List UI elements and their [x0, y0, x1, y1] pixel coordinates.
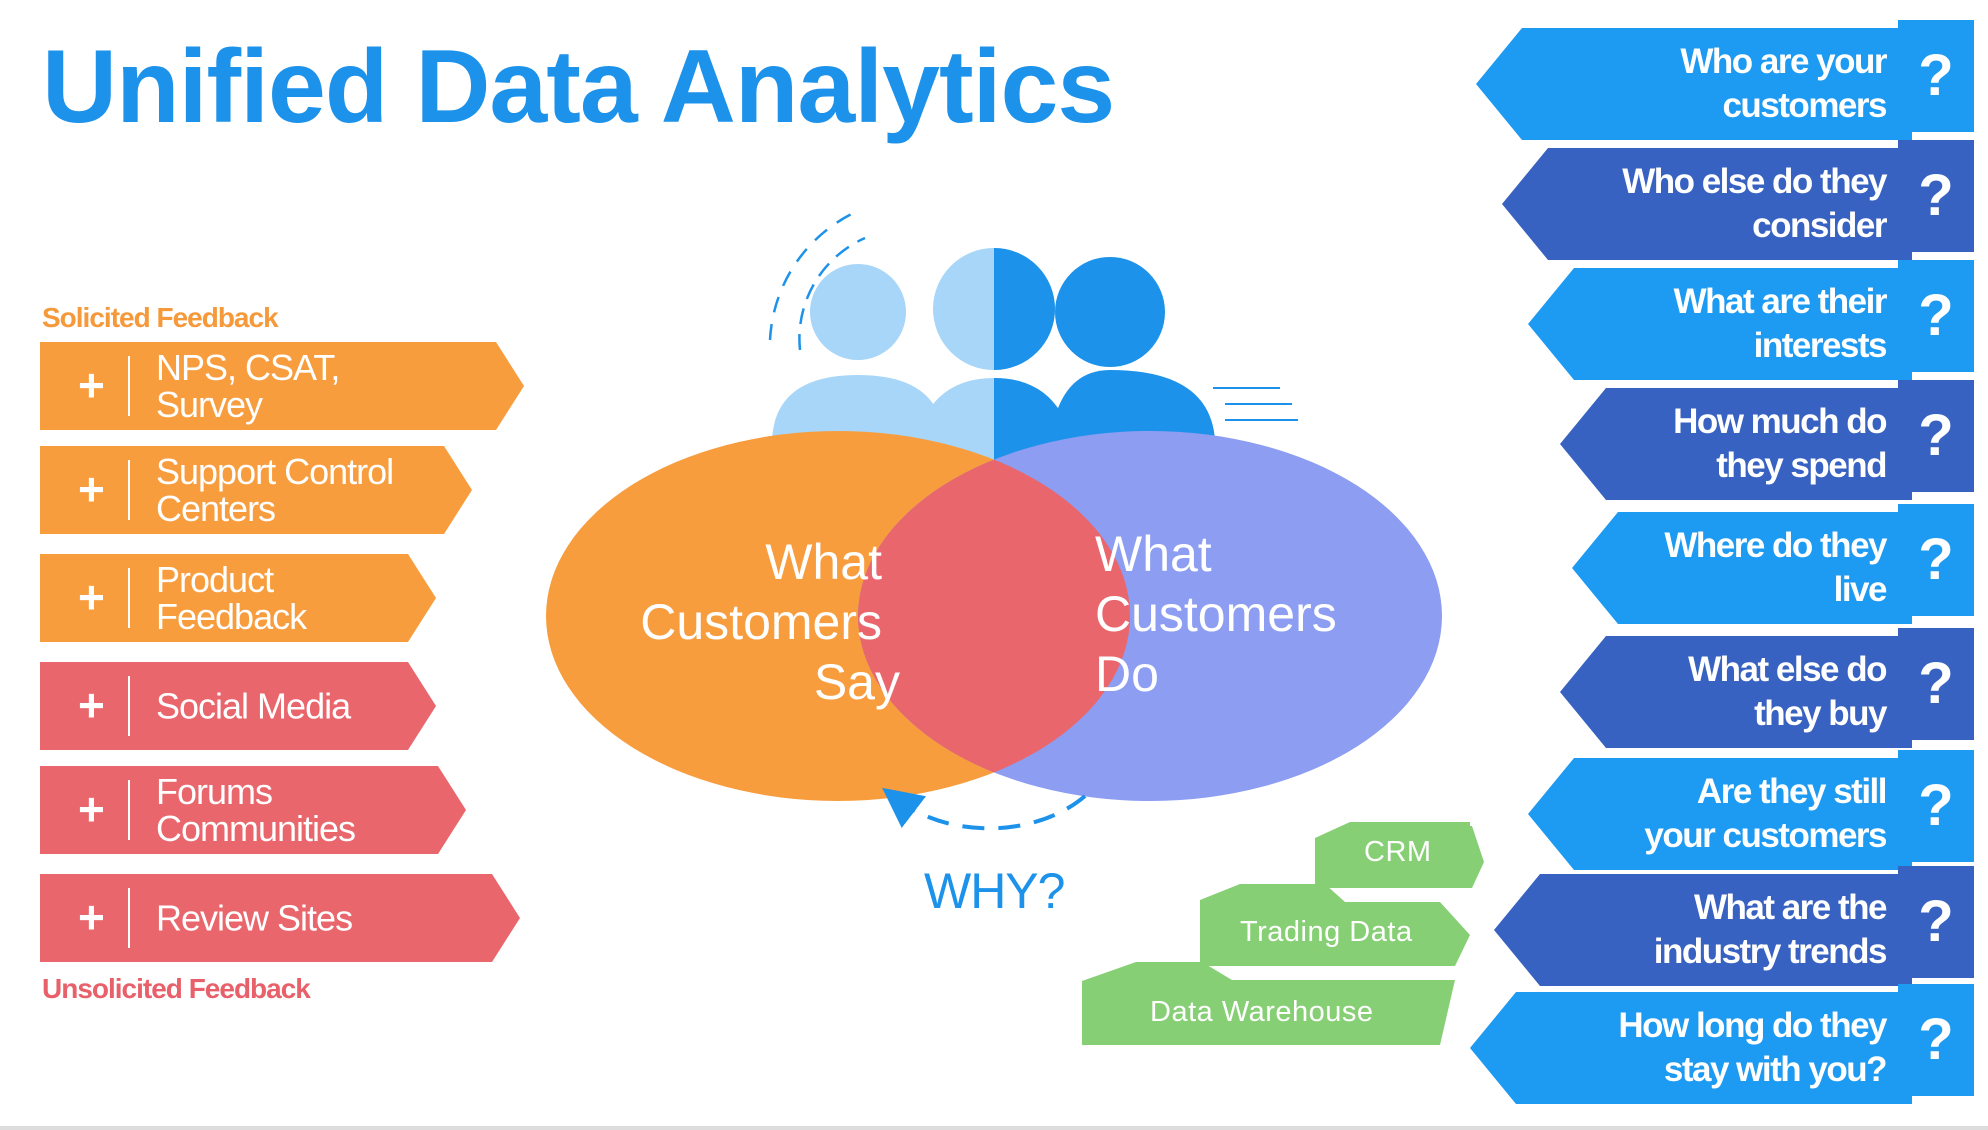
feedback-item-nps-csat-survey[interactable]: + NPS, CSAT, Survey: [40, 342, 524, 430]
question-mark-box: ?: [1898, 628, 1974, 740]
question-mark-icon: ?: [1918, 43, 1954, 108]
question-mark-icon: ?: [1918, 773, 1954, 838]
question-arrow: [1502, 148, 1912, 260]
question-mark-icon: ?: [1918, 1007, 1954, 1072]
speed-lines-icon: [1213, 387, 1298, 421]
trading-data-shape: [1200, 884, 1470, 966]
question-text: Are they still your customers: [1644, 772, 1887, 855]
question-mark-icon: ?: [1918, 527, 1954, 592]
question-mark-icon: ?: [1918, 651, 1954, 716]
feedback-item-forums-communities[interactable]: + Forums Communities: [40, 766, 466, 854]
venn-say-line1: What: [765, 534, 882, 590]
question-text: What are the industry trends: [1653, 888, 1888, 971]
venn-say-line2: Customers: [640, 594, 882, 650]
venn-overlap: [858, 431, 1130, 801]
feedback-item-label: NPS, CSAT, Survey: [156, 347, 340, 425]
plus-icon[interactable]: +: [78, 571, 105, 624]
question-text: What are their interests: [1673, 282, 1888, 365]
feedback-item-label: Product Feedback: [156, 559, 307, 637]
divider: [128, 888, 130, 948]
question-arrow: [1494, 874, 1912, 986]
feedback-item-social-media[interactable]: + Social Media: [40, 662, 436, 750]
question-mark-box: ?: [1898, 504, 1974, 616]
crm-shape: [1315, 822, 1484, 888]
dashed-arc-icon: [768, 208, 866, 351]
divider: [128, 460, 130, 520]
venn-label-say: What Customers Say: [560, 532, 900, 712]
question-arrow: [1470, 992, 1912, 1104]
question-what-are-the-industry-trends[interactable]: ? What are the industry trends: [1494, 866, 1988, 986]
crm-label: CRM: [1364, 836, 1432, 868]
question-mark-icon: ?: [1918, 163, 1954, 228]
feedback-item-label: Review Sites: [156, 897, 353, 939]
question-mark-box: ?: [1898, 984, 1974, 1096]
divider: [128, 780, 130, 840]
question-text: How long do they stay with you?: [1618, 1006, 1887, 1089]
person-head-center-shade: [994, 248, 1055, 370]
question-mark-icon: ?: [1918, 889, 1954, 954]
why-cycle-arrow-icon: [882, 787, 1087, 831]
plus-icon[interactable]: +: [78, 679, 105, 732]
solicited-feedback-label: Solicited Feedback: [42, 302, 279, 333]
plus-icon[interactable]: +: [78, 891, 105, 944]
feedback-item-label: Social Media: [156, 685, 351, 727]
feedback-item-review-sites[interactable]: + Review Sites: [40, 874, 520, 962]
question-text: Who else do they consider: [1622, 162, 1887, 245]
question-where-do-they-live[interactable]: ? Where do they live: [1572, 504, 1988, 624]
question-mark-icon: ?: [1918, 403, 1954, 468]
page-title: Unified Data Analytics: [42, 29, 1115, 145]
question-text: What else do they buy: [1688, 650, 1887, 733]
person-head-left: [810, 264, 906, 360]
feedback-item-product-feedback[interactable]: + Product Feedback: [40, 554, 436, 642]
unsolicited-feedback-label: Unsolicited Feedback: [42, 973, 311, 1004]
feedback-item-support-control-centers[interactable]: + Support Control Centers: [40, 446, 472, 534]
venn-say-line3: Say: [813, 654, 900, 710]
question-what-are-their-interests[interactable]: ? What are their interests: [1528, 260, 1988, 380]
plus-icon[interactable]: +: [78, 463, 105, 516]
question-how-much-do-they-spend[interactable]: ? How much do they spend: [1560, 380, 1988, 500]
question-arrow: [1528, 758, 1912, 870]
divider: [128, 356, 130, 416]
question-who-else-do-they-consider[interactable]: ? Who else do they consider: [1502, 140, 1988, 260]
question-what-else-do-they-buy[interactable]: ? What else do they buy: [1560, 628, 1988, 748]
question-mark-box: ?: [1898, 380, 1974, 492]
question-mark-box: ?: [1898, 750, 1974, 862]
question-mark-box: ?: [1898, 260, 1974, 372]
data-warehouse-shape: [1082, 962, 1455, 1045]
question-text: How much do they spend: [1673, 402, 1887, 485]
question-mark-box: ?: [1898, 140, 1974, 252]
plus-icon[interactable]: +: [78, 783, 105, 836]
question-how-long-do-they-stay[interactable]: ? How long do they stay with you?: [1470, 984, 1988, 1104]
question-arrow: [1572, 512, 1912, 624]
divider: [128, 676, 130, 736]
feedback-item-label: Support Control Centers: [156, 451, 394, 529]
venn-diagram: [546, 431, 1442, 801]
plus-icon[interactable]: +: [78, 359, 105, 412]
person-body-left: [772, 375, 944, 440]
question-text: Where do they live: [1664, 526, 1887, 609]
person-head-right: [1055, 257, 1165, 367]
data-source-shapes: [1082, 822, 1484, 1045]
question-mark-box: ?: [1898, 20, 1974, 132]
data-warehouse-label: Data Warehouse: [1150, 996, 1374, 1028]
question-text: Who are your customers: [1680, 42, 1887, 125]
person-body-right: [1050, 370, 1215, 440]
question-arrow: [1560, 636, 1912, 748]
question-mark-icon: ?: [1918, 283, 1954, 348]
question-are-they-still-your-customers[interactable]: ? Are they still your customers: [1528, 750, 1988, 870]
feedback-item-label: Forums Communities: [156, 771, 356, 849]
question-arrow: [1528, 268, 1912, 380]
trading-data-label: Trading Data: [1240, 916, 1413, 948]
why-label: WHY?: [924, 863, 1065, 919]
question-arrow: [1476, 28, 1912, 140]
question-who-are-your-customers[interactable]: ? Who are your customers: [1476, 20, 1988, 140]
question-mark-box: ?: [1898, 866, 1974, 978]
venn-label-do: What Customers Do: [1095, 526, 1337, 702]
question-arrow: [1560, 388, 1912, 500]
bottom-divider: [0, 1126, 1988, 1130]
divider: [128, 568, 130, 628]
